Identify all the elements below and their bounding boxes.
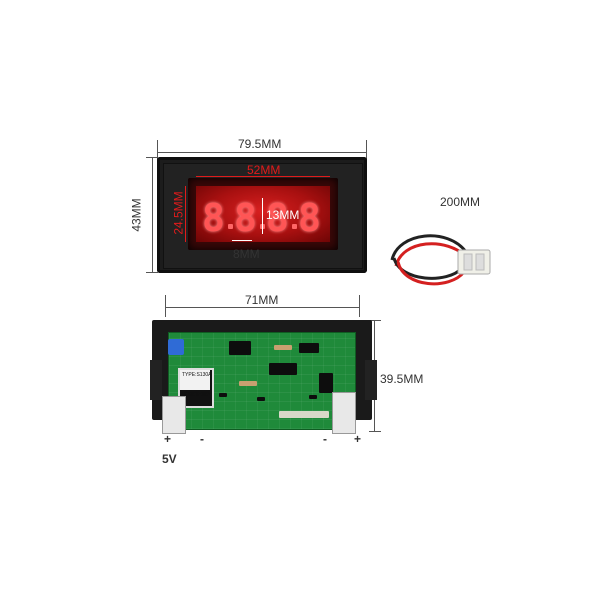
signal-connector-right	[332, 392, 356, 434]
top-width-dimension-line	[157, 152, 367, 153]
wire-harness	[390, 234, 491, 286]
ic-chip	[269, 363, 297, 375]
digit-height-label: 13MM	[266, 208, 300, 222]
power-connector-left	[162, 396, 186, 434]
minus-right-label: -	[323, 432, 327, 446]
pcb-height-tick-bottom	[369, 431, 381, 432]
ic-chip	[229, 341, 251, 355]
top-width-tick-left	[157, 140, 158, 162]
circuit-board	[168, 332, 356, 430]
pcb-height-tick-top	[369, 320, 381, 321]
outer-height-tick-top	[146, 157, 158, 158]
window-width-label: 52MM	[247, 163, 281, 177]
chip-label-version: VOBES:1024	[182, 392, 212, 398]
chip-sticker	[180, 370, 210, 390]
cable-length-label: 200MM	[440, 195, 481, 209]
pcb-width-tick-left	[165, 295, 166, 317]
window-height-label: 24.5MM	[171, 191, 186, 235]
ic-chip	[319, 373, 333, 393]
trimmer-potentiometer	[168, 339, 184, 355]
pcb-height-label: 39.5MM	[380, 372, 424, 386]
led-display: 8 8 8 8	[196, 186, 330, 242]
pcb-width-label: 71MM	[245, 293, 279, 307]
chip-label-type: TYPE:S130A	[182, 372, 212, 378]
pcb-width-tick-right	[359, 295, 360, 317]
ic-chip	[299, 343, 319, 353]
minus-left-label: -	[200, 432, 204, 446]
led-digit-2: 8	[234, 196, 257, 240]
smd-component	[219, 393, 227, 397]
top-width-label: 79.5MM	[238, 137, 282, 151]
decimal-point-1	[228, 224, 233, 229]
digit-width-line	[232, 240, 252, 241]
outer-height-dimension-line	[152, 157, 153, 273]
smd-component	[257, 397, 265, 401]
mounting-clip-left	[150, 360, 162, 400]
outer-height-tick-bottom	[146, 272, 158, 273]
digit-height-line	[262, 198, 263, 234]
smd-component	[309, 395, 317, 399]
decimal-point-3	[292, 224, 297, 229]
resistor	[239, 381, 257, 386]
window-height-line	[185, 186, 186, 242]
led-digit-3: 8	[266, 196, 289, 240]
resistor	[274, 345, 292, 350]
digit-width-label: 8MM	[233, 247, 260, 261]
window-width-line	[196, 176, 330, 177]
led-digit-1: 8	[202, 196, 225, 240]
mounting-clip-right	[365, 360, 377, 400]
outer-height-label: 43MM	[129, 198, 144, 232]
top-width-tick-right	[366, 140, 367, 162]
header-strip	[279, 411, 329, 418]
plus-right-label: +	[354, 432, 362, 446]
led-digit-4: 8	[298, 196, 321, 240]
pcb-width-dimension-line	[165, 307, 360, 308]
voltage-label: 5V	[162, 452, 177, 466]
plus-left-label: +	[164, 432, 172, 446]
